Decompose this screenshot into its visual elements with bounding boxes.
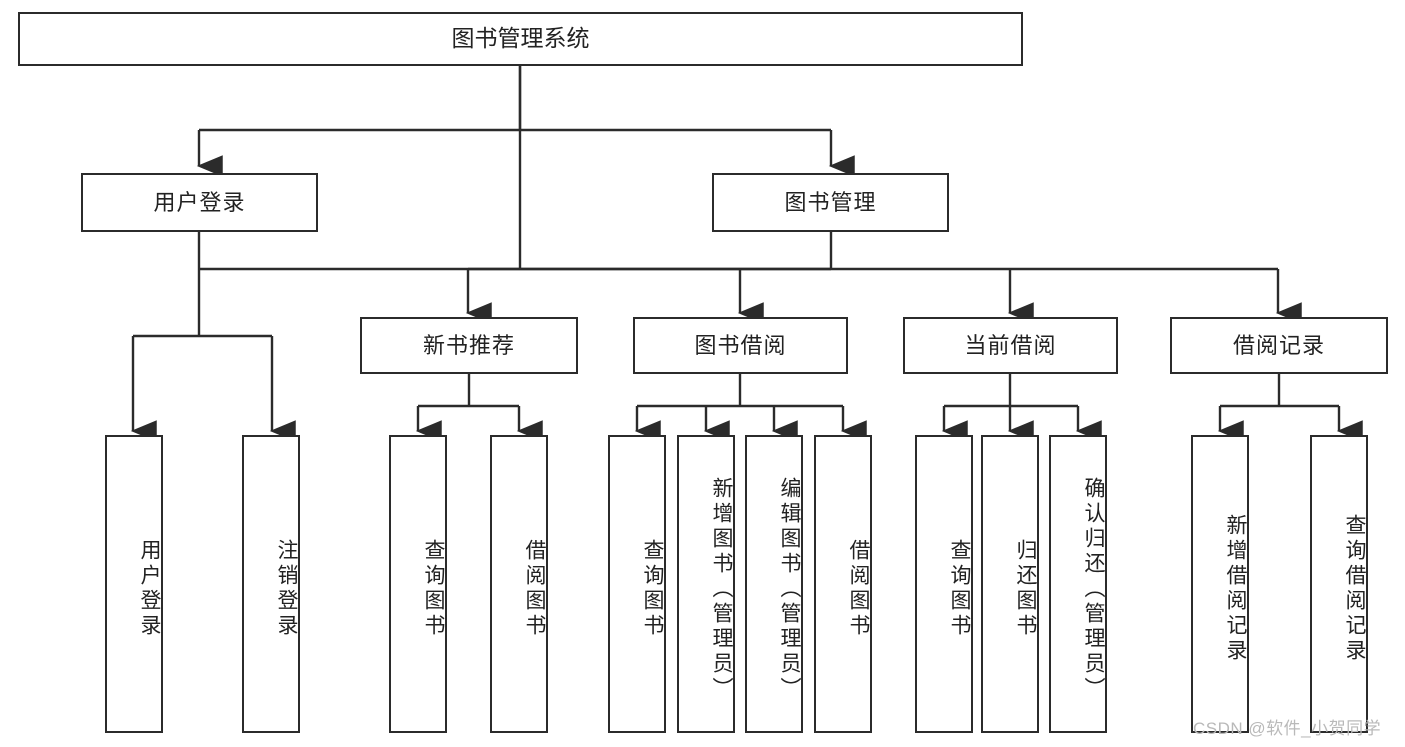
node-label: 查询图书	[641, 539, 664, 639]
leaf-current-confirm-return[interactable]: 确认归还（管理员）	[1049, 435, 1107, 733]
csdn-watermark: CSDN @软件_小贺同学	[1193, 719, 1382, 738]
leaf-borrow-query-book[interactable]: 查询图书	[608, 435, 666, 733]
node-label: 用户登录	[138, 539, 161, 639]
leaf-user-login-login[interactable]: 用户登录	[105, 435, 163, 733]
node-label: 当前借阅	[964, 332, 1057, 358]
node-label: 查询图书	[422, 539, 445, 639]
leaf-current-return-book[interactable]: 归还图书	[981, 435, 1039, 733]
node-label: 新增借阅记录	[1224, 514, 1247, 664]
node-label: 借阅记录	[1232, 332, 1325, 358]
leaf-recommend-query-book[interactable]: 查询图书	[389, 435, 447, 733]
node-label: 图书管理	[784, 189, 877, 215]
node-label: 注销登录	[275, 539, 298, 639]
node-label: 借阅图书	[847, 539, 870, 639]
node-label: 归还图书	[1014, 539, 1037, 639]
leaf-current-query-book[interactable]: 查询图书	[915, 435, 973, 733]
leaf-borrow-edit-book[interactable]: 编辑图书（管理员）	[745, 435, 803, 733]
leaf-borrow-add-book[interactable]: 新增图书（管理员）	[677, 435, 735, 733]
node-label: 确认归还（管理员）	[1082, 476, 1105, 702]
node-label: 用户登录	[153, 189, 246, 215]
leaf-borrow-borrow-book[interactable]: 借阅图书	[814, 435, 872, 733]
node-label: 查询借阅记录	[1343, 514, 1366, 664]
node-label: 查询图书	[948, 539, 971, 639]
node-label: 图书借阅	[694, 332, 787, 358]
node-label: 图书管理系统	[451, 25, 590, 52]
node-new-book-recommend[interactable]: 新书推荐	[360, 317, 578, 374]
node-current-borrow[interactable]: 当前借阅	[903, 317, 1118, 374]
node-book-borrow[interactable]: 图书借阅	[633, 317, 848, 374]
leaf-recommend-borrow-book[interactable]: 借阅图书	[490, 435, 548, 733]
leaf-record-query-record[interactable]: 查询借阅记录	[1310, 435, 1368, 733]
node-user-login[interactable]: 用户登录	[81, 173, 318, 232]
node-label: 编辑图书（管理员）	[778, 476, 801, 702]
node-borrow-record[interactable]: 借阅记录	[1170, 317, 1388, 374]
node-root-system[interactable]: 图书管理系统	[18, 12, 1023, 66]
node-label: 借阅图书	[523, 539, 546, 639]
leaf-user-login-logout[interactable]: 注销登录	[242, 435, 300, 733]
node-book-management[interactable]: 图书管理	[712, 173, 949, 232]
node-label: 新书推荐	[422, 332, 515, 358]
leaf-record-add-record[interactable]: 新增借阅记录	[1191, 435, 1249, 733]
node-label: 新增图书（管理员）	[710, 476, 733, 702]
